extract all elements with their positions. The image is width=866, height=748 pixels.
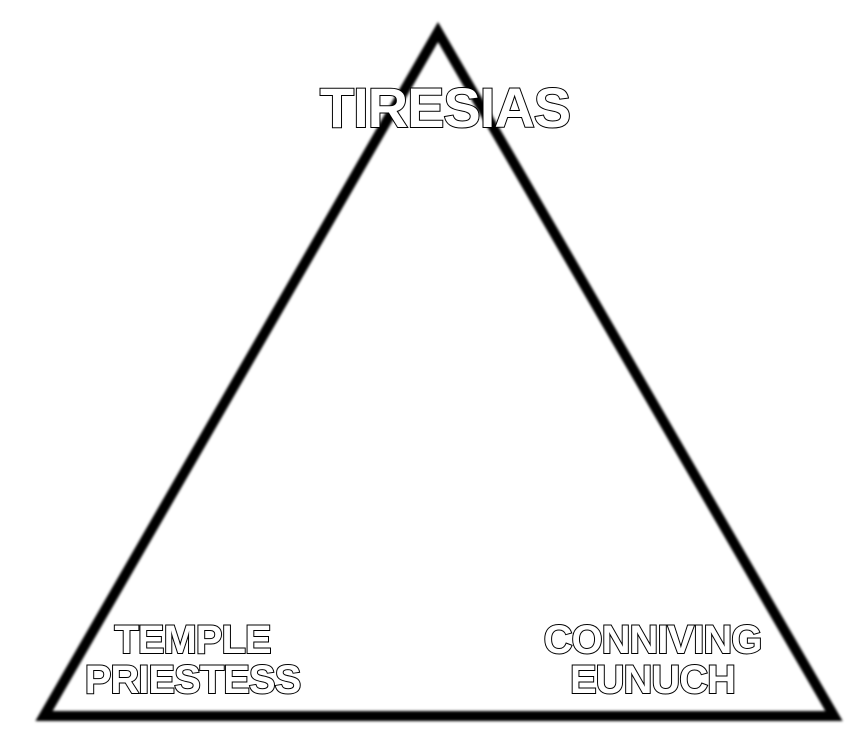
top-vertex-label: TIRESIAS xyxy=(305,76,585,139)
bottom-right-line-1: CONNIVING xyxy=(543,618,764,662)
top-label-text: TIRESIAS xyxy=(319,76,572,139)
bottom-right-line-2: EUNUCH xyxy=(569,658,737,702)
bottom-left-vertex-label: TEMPLE PRIESTESS xyxy=(80,618,305,702)
bottom-right-vertex-label: CONNIVING EUNUCH xyxy=(535,618,770,702)
bottom-left-line-1: TEMPLE xyxy=(113,618,272,662)
bottom-left-line-2: PRIESTESS xyxy=(84,658,303,702)
